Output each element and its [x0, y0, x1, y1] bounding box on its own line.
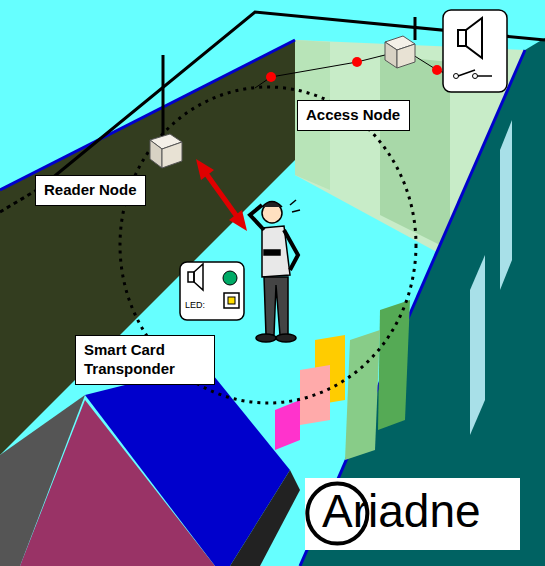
furniture	[275, 400, 300, 450]
logo-text: Ariadne	[322, 484, 481, 538]
window	[500, 120, 512, 290]
right-wall	[300, 38, 545, 566]
led-label: LED:	[185, 300, 205, 310]
drop-wire	[162, 55, 165, 136]
sensor-dot	[266, 72, 276, 82]
label-box: Reader Node	[35, 175, 146, 206]
window	[470, 255, 485, 435]
bus-wire	[0, 188, 40, 212]
label-text: Access Node	[306, 106, 401, 125]
sensor-dot	[432, 65, 442, 75]
sensor-wire	[255, 55, 385, 88]
sensor-dot	[352, 57, 362, 67]
label-box: Smart Card Transponder	[75, 335, 215, 385]
label-text: Smart Card Transponder	[84, 341, 206, 379]
reader-cube	[150, 134, 182, 168]
card-icon	[180, 262, 244, 320]
label-text: Reader Node	[44, 181, 137, 200]
person-figure	[250, 200, 300, 342]
label-box: Access Node	[297, 100, 410, 131]
actuator-icon	[443, 10, 507, 92]
wall-edge	[0, 40, 295, 190]
floor-block	[20, 400, 215, 566]
access-cube	[385, 36, 415, 68]
radio-link-arrow	[196, 159, 247, 231]
drop-wire	[414, 17, 417, 40]
furniture	[345, 330, 380, 460]
logo-panel	[305, 478, 520, 550]
furniture	[378, 300, 410, 430]
floor-block	[230, 470, 300, 566]
